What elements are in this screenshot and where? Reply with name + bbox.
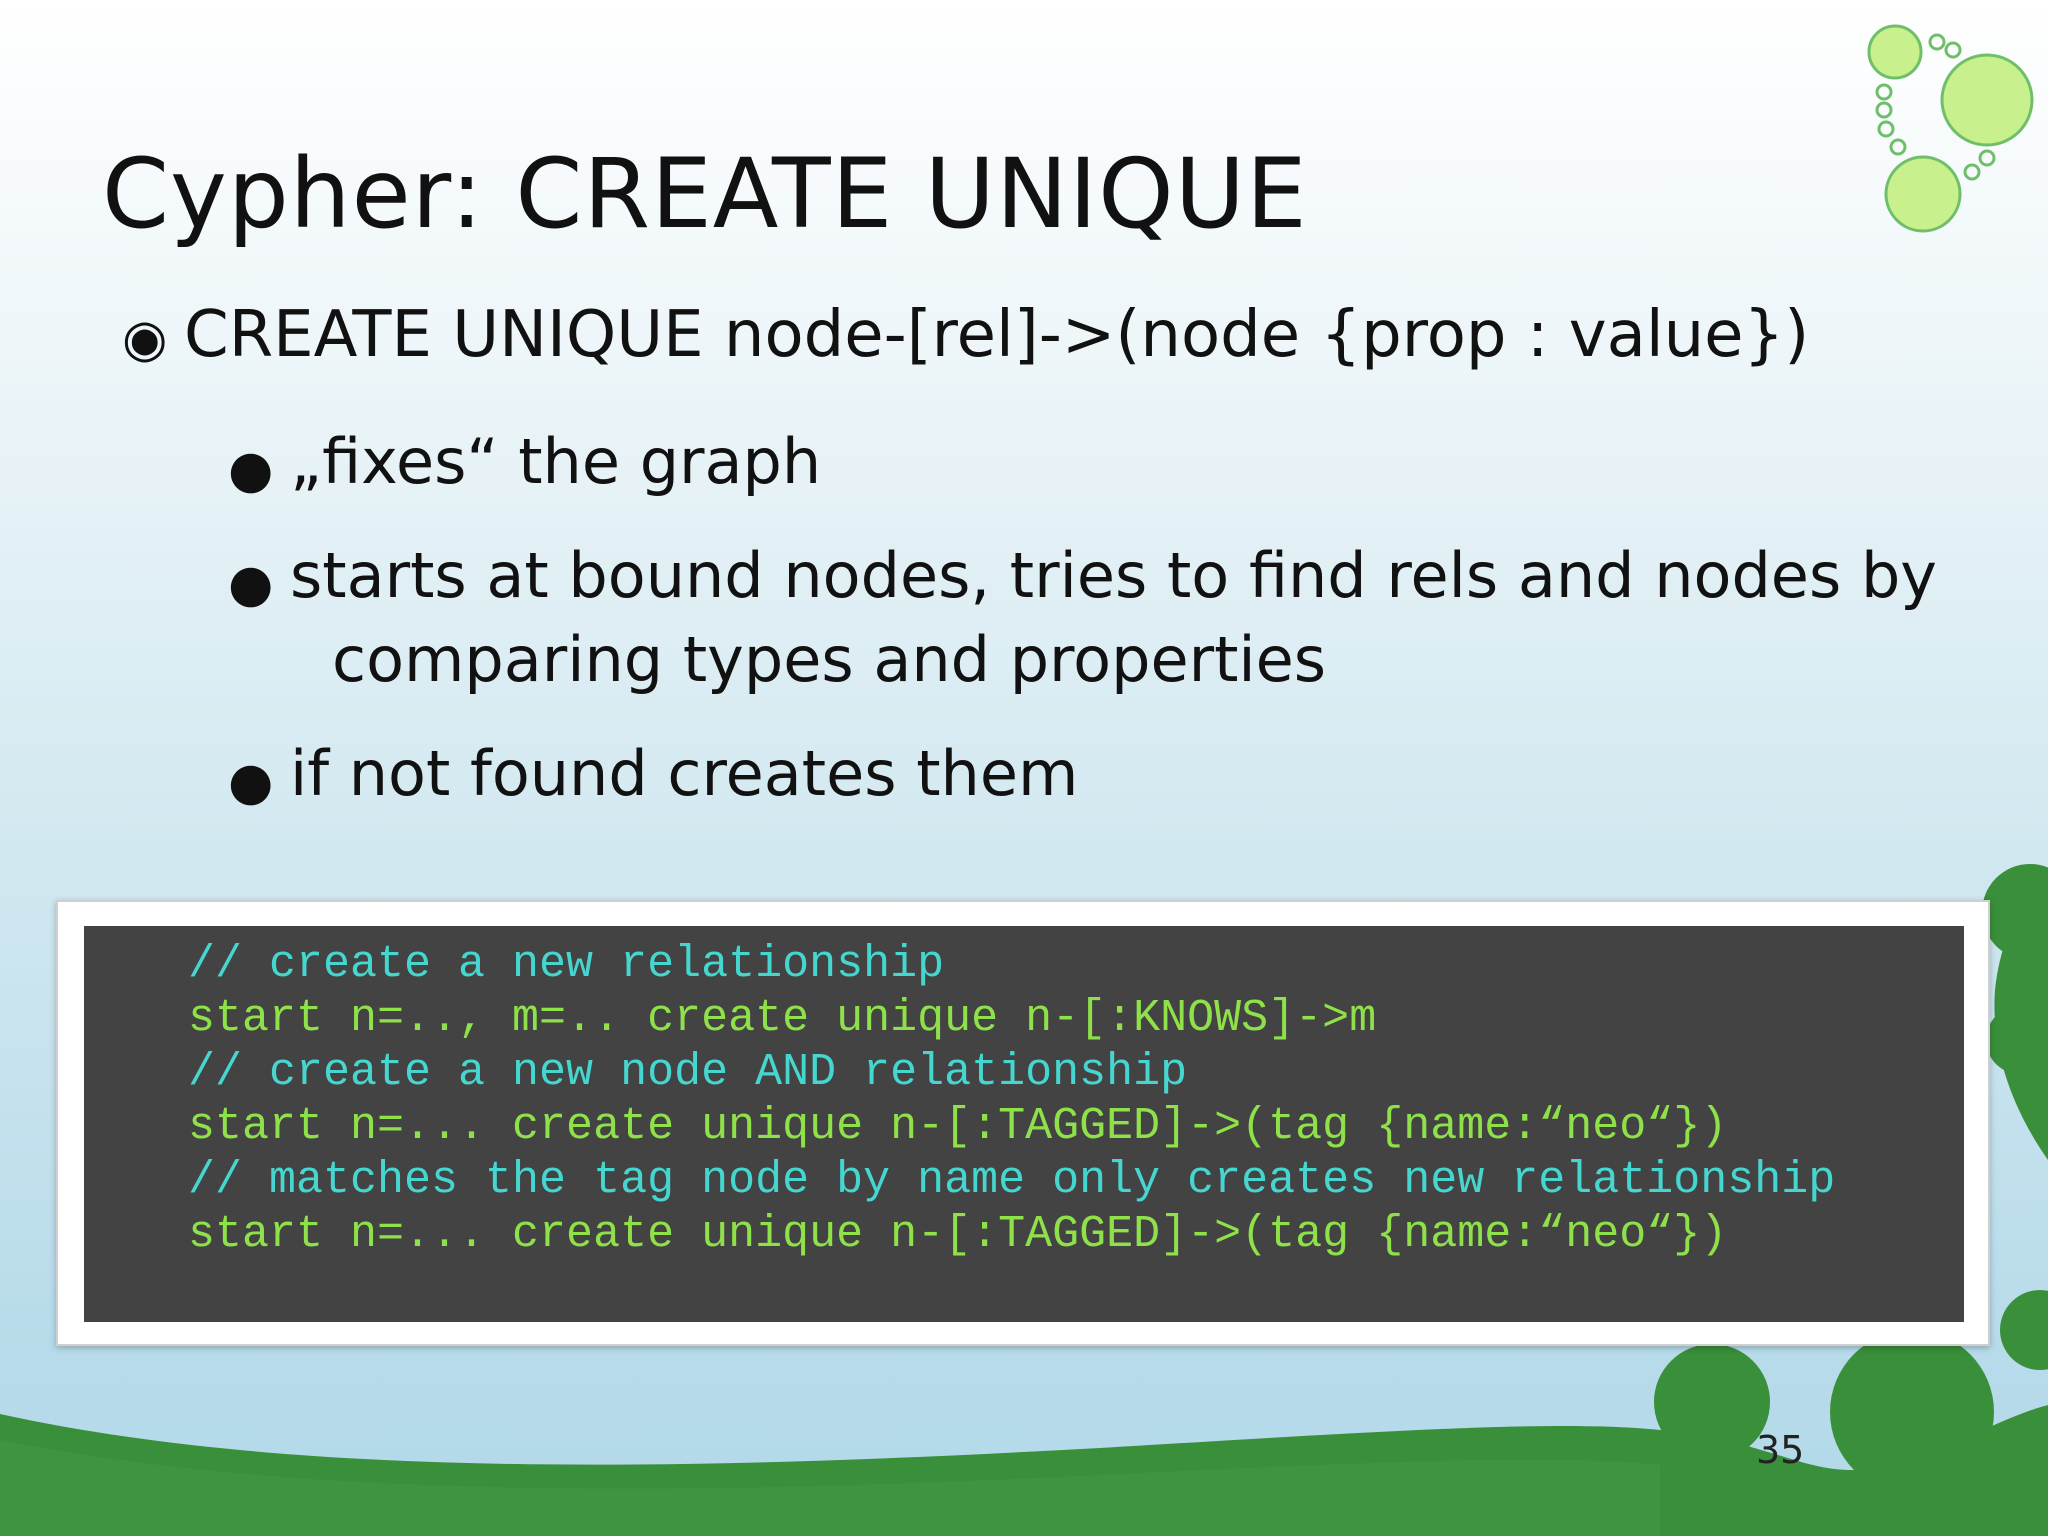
plant-decoration — [1982, 864, 2048, 1160]
main-bullet: ◉ CREATE UNIQUE node-[rel]->(node {prop … — [122, 298, 1809, 372]
sub-bullet: ● „fixes“ the graph — [228, 420, 1988, 520]
bubble-decoration — [1867, 24, 2034, 233]
sub-bullet-line: if not found creates them — [290, 737, 1079, 810]
sub-bullet: ● starts at bound nodes, tries to find r… — [228, 534, 1988, 702]
page-number: 35 — [1756, 1428, 1805, 1472]
code-comment-line: // matches the tag node by name only cre… — [188, 1155, 1836, 1206]
sub-bullet-line: starts at bound nodes, tries to find rel… — [290, 539, 1937, 612]
sub-bullet-continuation: comparing types and properties — [332, 623, 1327, 696]
sub-bullet-text: if not found creates them — [290, 732, 1078, 816]
sub-bullet-text: starts at bound nodes, tries to find rel… — [290, 534, 1937, 702]
sub-bullet-text: „fixes“ the graph — [290, 420, 821, 504]
code-comment-line: // create a new node AND relationship — [188, 1047, 1188, 1098]
code-block: // create a new relationship start n=..,… — [84, 926, 1964, 1322]
code-line: start n=... create unique n-[:TAGGED]->(… — [188, 1209, 1728, 1260]
bullet-dot-icon: ● — [228, 554, 274, 614]
bullet-dot-icon: ● — [228, 440, 274, 500]
radio-bullet-icon: ◉ — [122, 309, 168, 369]
code-line: start n=... create unique n-[:TAGGED]->(… — [188, 1101, 1728, 1152]
bullet-dot-icon: ● — [228, 752, 274, 812]
code-line: start n=.., m=.. create unique n-[:KNOWS… — [188, 993, 1377, 1044]
slide-title: Cypher: CREATE UNIQUE — [102, 138, 1308, 250]
sub-bullet: ● if not found creates them — [228, 732, 1988, 832]
code-block-frame: // create a new relationship start n=..,… — [56, 900, 1990, 1346]
main-bullet-text: CREATE UNIQUE node-[rel]->(node {prop : … — [184, 298, 1810, 372]
sub-bullet-line: „fixes“ the graph — [290, 425, 822, 498]
code-comment-line: // create a new relationship — [188, 939, 945, 990]
